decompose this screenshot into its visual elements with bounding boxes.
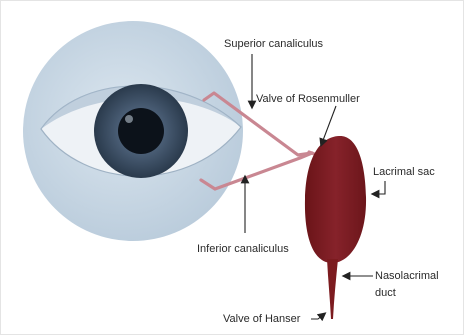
superior-canaliculus-label: Superior canaliculus xyxy=(224,38,324,50)
valve-of-rosenmuller-label: Valve of Rosenmuller xyxy=(256,93,360,105)
pupil xyxy=(118,108,164,154)
lacrimal-sac-leader xyxy=(375,181,385,194)
lacrimal-sac-label: Lacrimal sac xyxy=(373,166,435,178)
inferior-canaliculus-label: Inferior canaliculus xyxy=(197,243,289,255)
lacrimal-sac xyxy=(305,136,366,263)
nasolacrimal-duct xyxy=(327,259,338,319)
eye-highlight xyxy=(125,115,133,123)
nasolacrimal-duct-label-line2: duct xyxy=(375,287,396,299)
valve-of-hasner-leader xyxy=(311,315,323,319)
valve-of-hasner-label: Valve of Hanser xyxy=(223,313,301,325)
nasolacrimal-duct-label-line1: Nasolacrimal xyxy=(375,270,439,282)
